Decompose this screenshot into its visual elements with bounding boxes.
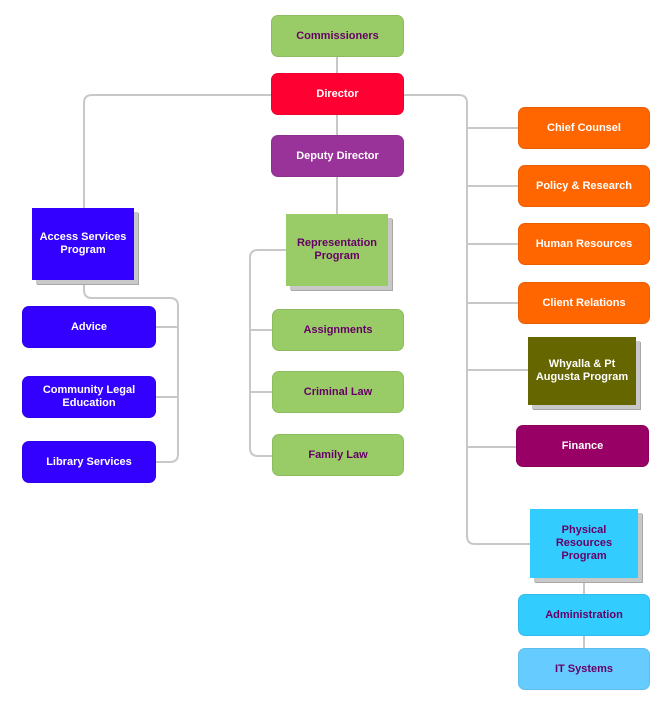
human-resources-box[interactable]: Human Resources	[518, 223, 650, 265]
finance-box[interactable]: Finance	[516, 425, 649, 467]
it-systems-box[interactable]: IT Systems	[518, 648, 650, 690]
connector-director-access	[83, 94, 271, 208]
whyalla-pt-augusta-program-box[interactable]: Whyalla & Pt Augusta Program	[528, 337, 636, 405]
chief-counsel-box[interactable]: Chief Counsel	[518, 107, 650, 149]
connector-director-right-spine	[403, 94, 530, 545]
commissioners-box[interactable]: Commissioners	[271, 15, 404, 57]
representation-program-box[interactable]: Representation Program	[286, 214, 388, 286]
administration-box[interactable]: Administration	[518, 594, 650, 636]
connector-access-subtree	[83, 280, 179, 463]
access-services-program-box[interactable]: Access Services Program	[32, 208, 134, 280]
family-law-box[interactable]: Family Law	[272, 434, 404, 476]
connector-representation-subtree	[249, 249, 286, 457]
library-services-box[interactable]: Library Services	[22, 441, 156, 483]
physical-resources-program-box[interactable]: Physical Resources Program	[530, 509, 638, 578]
deputy-director-box[interactable]: Deputy Director	[271, 135, 404, 177]
policy-research-box[interactable]: Policy & Research	[518, 165, 650, 207]
client-relations-box[interactable]: Client Relations	[518, 282, 650, 324]
criminal-law-box[interactable]: Criminal Law	[272, 371, 404, 413]
director-box[interactable]: Director	[271, 73, 404, 115]
community-legal-education-box[interactable]: Community Legal Education	[22, 376, 156, 418]
advice-box[interactable]: Advice	[22, 306, 156, 348]
assignments-box[interactable]: Assignments	[272, 309, 404, 351]
